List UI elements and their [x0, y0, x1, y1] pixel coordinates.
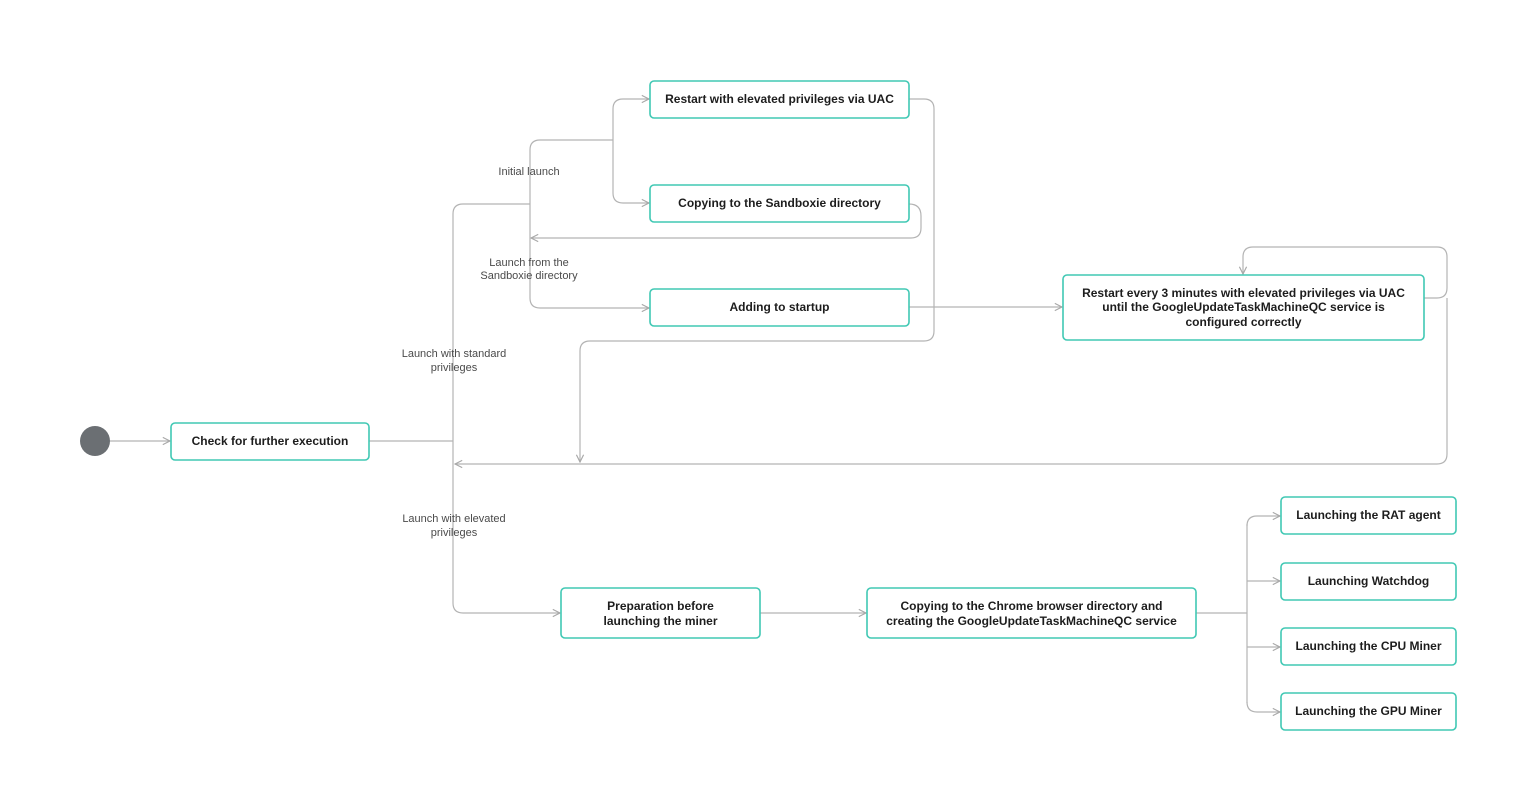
- node-add-startup: Adding to startup: [649, 288, 910, 327]
- node-gpu-miner-line-1: Launching the GPU Miner: [1295, 704, 1442, 718]
- node-copy-sandboxie: Copying to the Sandboxie directory: [649, 184, 910, 223]
- connector-to-rat-agent: [1246, 516, 1280, 527]
- start-node: [80, 426, 110, 456]
- label-elevated-privileges-line-2: privileges: [431, 527, 478, 539]
- connectors: [110, 98, 1448, 712]
- node-rat-agent: Launching the RAT agent: [1280, 496, 1457, 535]
- connector-initial-launch-stem: [529, 139, 613, 204]
- label-from-sandboxie-line-2: Sandboxie directory: [480, 270, 578, 282]
- edge-labels: Initial launch Launch from the Sandboxie…: [402, 166, 578, 539]
- label-from-sandboxie-line-1: Launch from the: [489, 257, 569, 269]
- connector-uac-return: [580, 98, 935, 462]
- node-copy-chrome-line-1: Copying to the Chrome browser directory …: [900, 599, 1162, 613]
- connector-standard-branch: [452, 203, 530, 441]
- label-elevated-privileges-line-1: Launch with elevated: [402, 513, 505, 525]
- node-restart-every: Restart every 3 minutes with elevated pr…: [1062, 274, 1425, 341]
- connector-to-restart-uac: [612, 99, 649, 140]
- connector-elevated-branch: [452, 441, 560, 613]
- node-prep-miner-line-2: launching the miner: [603, 614, 717, 628]
- node-check-execution-line-1: Check for further execution: [192, 434, 349, 448]
- label-standard-privileges-line-2: privileges: [431, 362, 478, 374]
- node-copy-chrome: Copying to the Chrome browser directory …: [866, 587, 1197, 639]
- node-copy-chrome-line-2: creating the GoogleUpdateTaskMachineQC s…: [886, 614, 1177, 628]
- node-restart-every-line-3: configured correctly: [1185, 315, 1301, 329]
- connector-to-copy-sandboxie: [612, 140, 649, 203]
- node-gpu-miner: Launching the GPU Miner: [1280, 692, 1457, 731]
- node-restart-every-line-1: Restart every 3 minutes with elevated pr…: [1082, 286, 1405, 300]
- node-restart-uac: Restart with elevated privileges via UAC: [649, 80, 910, 119]
- connector-to-add-startup: [529, 204, 649, 308]
- connector-sandboxie-loop-back: [531, 203, 922, 238]
- node-watchdog-line-1: Launching Watchdog: [1308, 574, 1430, 588]
- node-cpu-miner: Launching the CPU Miner: [1280, 627, 1457, 666]
- node-prep-miner-line-1: Preparation before: [607, 599, 714, 613]
- node-cpu-miner-line-1: Launching the CPU Miner: [1295, 639, 1441, 653]
- label-initial-launch: Initial launch: [498, 166, 559, 178]
- node-check-execution: Check for further execution: [170, 422, 370, 461]
- node-watchdog: Launching Watchdog: [1280, 562, 1457, 601]
- node-restart-every-line-2: until the GoogleUpdateTaskMachineQC serv…: [1102, 300, 1385, 314]
- connector-return-to-junction: [455, 298, 1448, 464]
- node-restart-uac-line-1: Restart with elevated privileges via UAC: [665, 92, 894, 106]
- node-prep-miner: Preparation before launching the miner: [560, 587, 761, 639]
- connector-restart-every-self-loop: [1243, 246, 1448, 299]
- label-standard-privileges-line-1: Launch with standard: [402, 348, 507, 360]
- node-add-startup-line-1: Adding to startup: [730, 300, 830, 314]
- node-rat-agent-line-1: Launching the RAT agent: [1296, 508, 1440, 522]
- connector-to-gpu-miner: [1246, 701, 1280, 712]
- node-copy-sandboxie-line-1: Copying to the Sandboxie directory: [678, 196, 881, 210]
